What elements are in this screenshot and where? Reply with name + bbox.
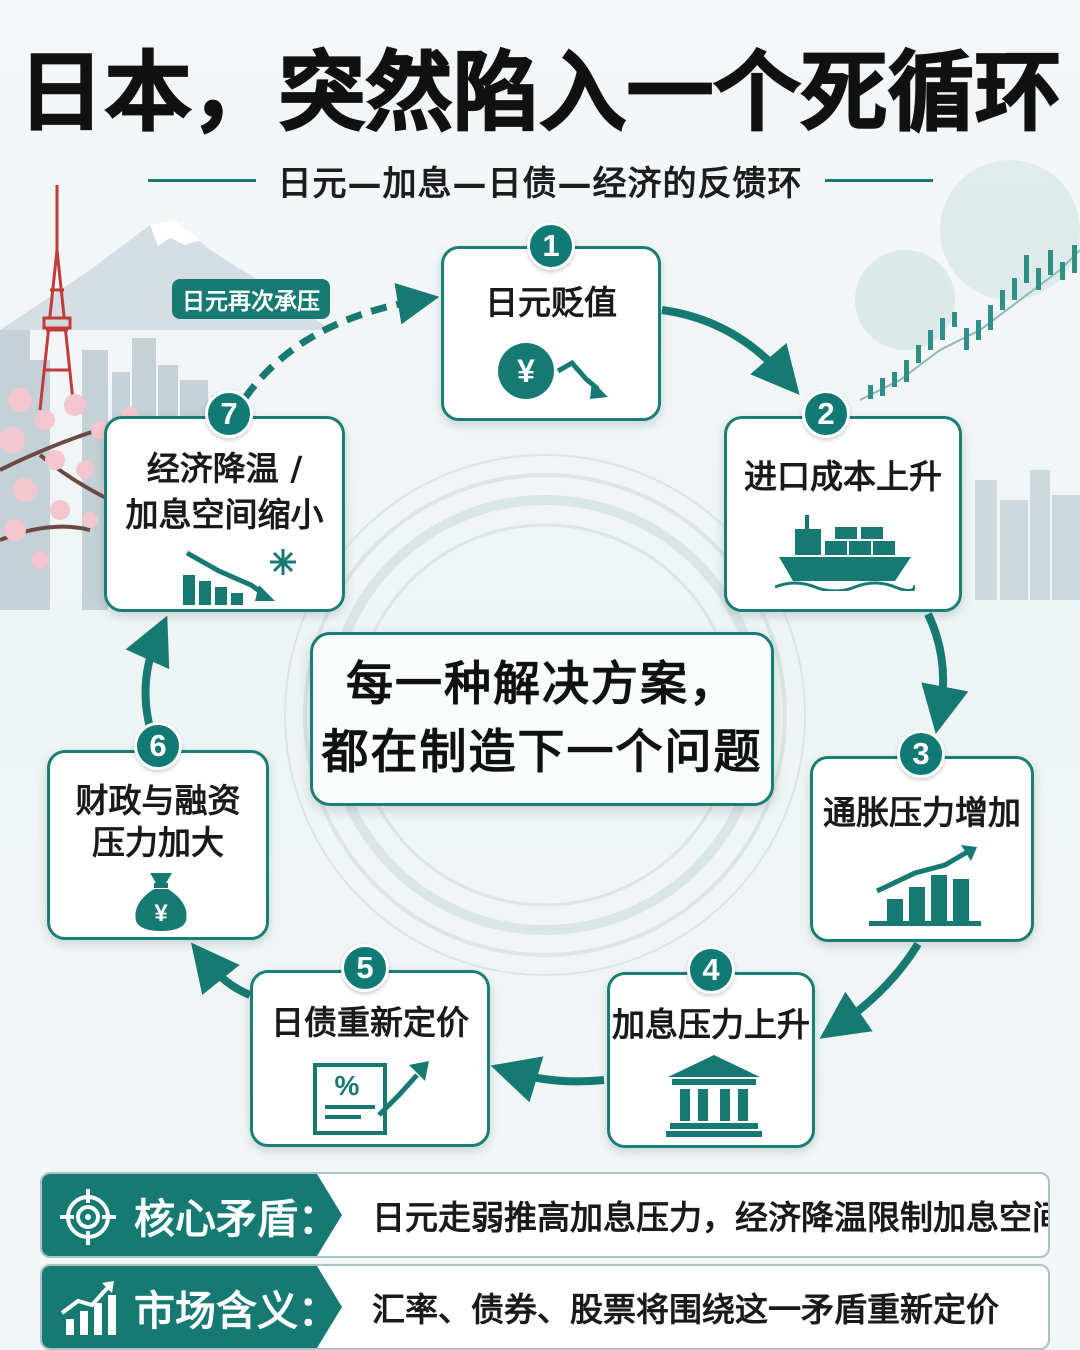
info-head (42, 1174, 342, 1256)
arrow-1-to-2 (661, 306, 800, 395)
step-badge-4: 4 (687, 946, 735, 994)
info-text: 日元走弱推高加息压力，经济降温限制加息空间 (372, 1198, 1050, 1237)
info-label: 核心矛盾： (134, 1195, 339, 1243)
info-label: 市场含义： (134, 1287, 339, 1335)
page-title: 日本，突然陷入一个死循环 (17, 42, 1062, 144)
loop-tag: 日元再次承压 (172, 279, 330, 319)
step-card-2: 进口成本上升 (724, 416, 962, 612)
arrow-3-to-4 (819, 941, 922, 1039)
svg-text:¥: ¥ (154, 900, 168, 927)
step-badge-7: 7 (205, 390, 253, 438)
center-message-line2: 都在制造下一个问题 (321, 725, 763, 780)
tokyo-tower-decoration (38, 185, 76, 411)
step-badge-5: 5 (341, 944, 389, 992)
svg-text:%: % (335, 1070, 360, 1101)
step-card-3: 通胀压力增加 (810, 756, 1034, 942)
step-label: 进口成本上升 (744, 457, 942, 496)
step-card-5: 日债重新定价 % (250, 970, 490, 1147)
bank-icon (666, 1055, 762, 1137)
falling-bars-snowflake-icon (183, 549, 296, 605)
svg-text:¥: ¥ (517, 353, 535, 389)
step-label: 日元贬值 (485, 283, 617, 322)
market-implication-row: 市场含义： 汇率、债券、股票将围绕这一矛盾重新定价 (40, 1264, 1050, 1350)
money-bag-icon: ¥ (135, 873, 187, 931)
subtitle-left-rule (147, 178, 256, 182)
page-subtitle: 日元—加息—日债—经济的反馈环 (277, 163, 803, 204)
rising-bars-icon (869, 845, 981, 926)
info-text: 汇率、债券、股票将围绕这一矛盾重新定价 (372, 1290, 999, 1329)
center-message-line1: 每一种解决方案， (346, 657, 738, 712)
arrow-5-to-6 (191, 942, 252, 999)
step-label-line1: 经济降温 / (146, 449, 303, 488)
step-card-7: 经济降温 / 加息空间缩小 (104, 416, 345, 612)
target-icon (60, 1189, 116, 1245)
percent-document-icon: % (313, 1061, 429, 1135)
step-badge-3: 3 (897, 730, 945, 778)
arrow-6-to-7 (125, 615, 170, 729)
core-contradiction-row: 核心矛盾： 日元走弱推高加息压力，经济降温限制加息空间 (40, 1172, 1050, 1258)
subtitle-right-rule (824, 178, 933, 182)
step-label: 加息压力上升 (612, 1005, 810, 1044)
center-message-box: 每一种解决方案， 都在制造下一个问题 (310, 632, 774, 806)
step-badge-1: 1 (527, 222, 575, 270)
step-label-line2: 压力加大 (92, 823, 224, 862)
arrow-2-to-3 (921, 612, 969, 734)
step-card-1: 日元贬值 ¥ (441, 246, 661, 421)
arrow-4-to-5 (490, 1056, 605, 1103)
subtitle-row: 日元—加息—日债—经济的反馈环 (0, 156, 1080, 204)
step-card-4: 加息压力上升 (607, 972, 815, 1148)
chart-icon (60, 1281, 116, 1335)
step-card-6: 财政与融资 压力加大 ¥ (47, 750, 269, 940)
cargo-ship-icon (775, 515, 915, 591)
step-label-line1: 财政与融资 (75, 781, 241, 820)
step-label: 通胀压力增加 (823, 793, 1021, 832)
yen-down-icon: ¥ (498, 343, 608, 399)
step-badge-6: 6 (134, 722, 182, 770)
step-badge-2: 2 (802, 390, 850, 438)
step-label-line2: 加息空间缩小 (125, 495, 324, 534)
right-skyline-decoration (975, 470, 1080, 600)
step-label: 日债重新定价 (271, 1003, 469, 1042)
